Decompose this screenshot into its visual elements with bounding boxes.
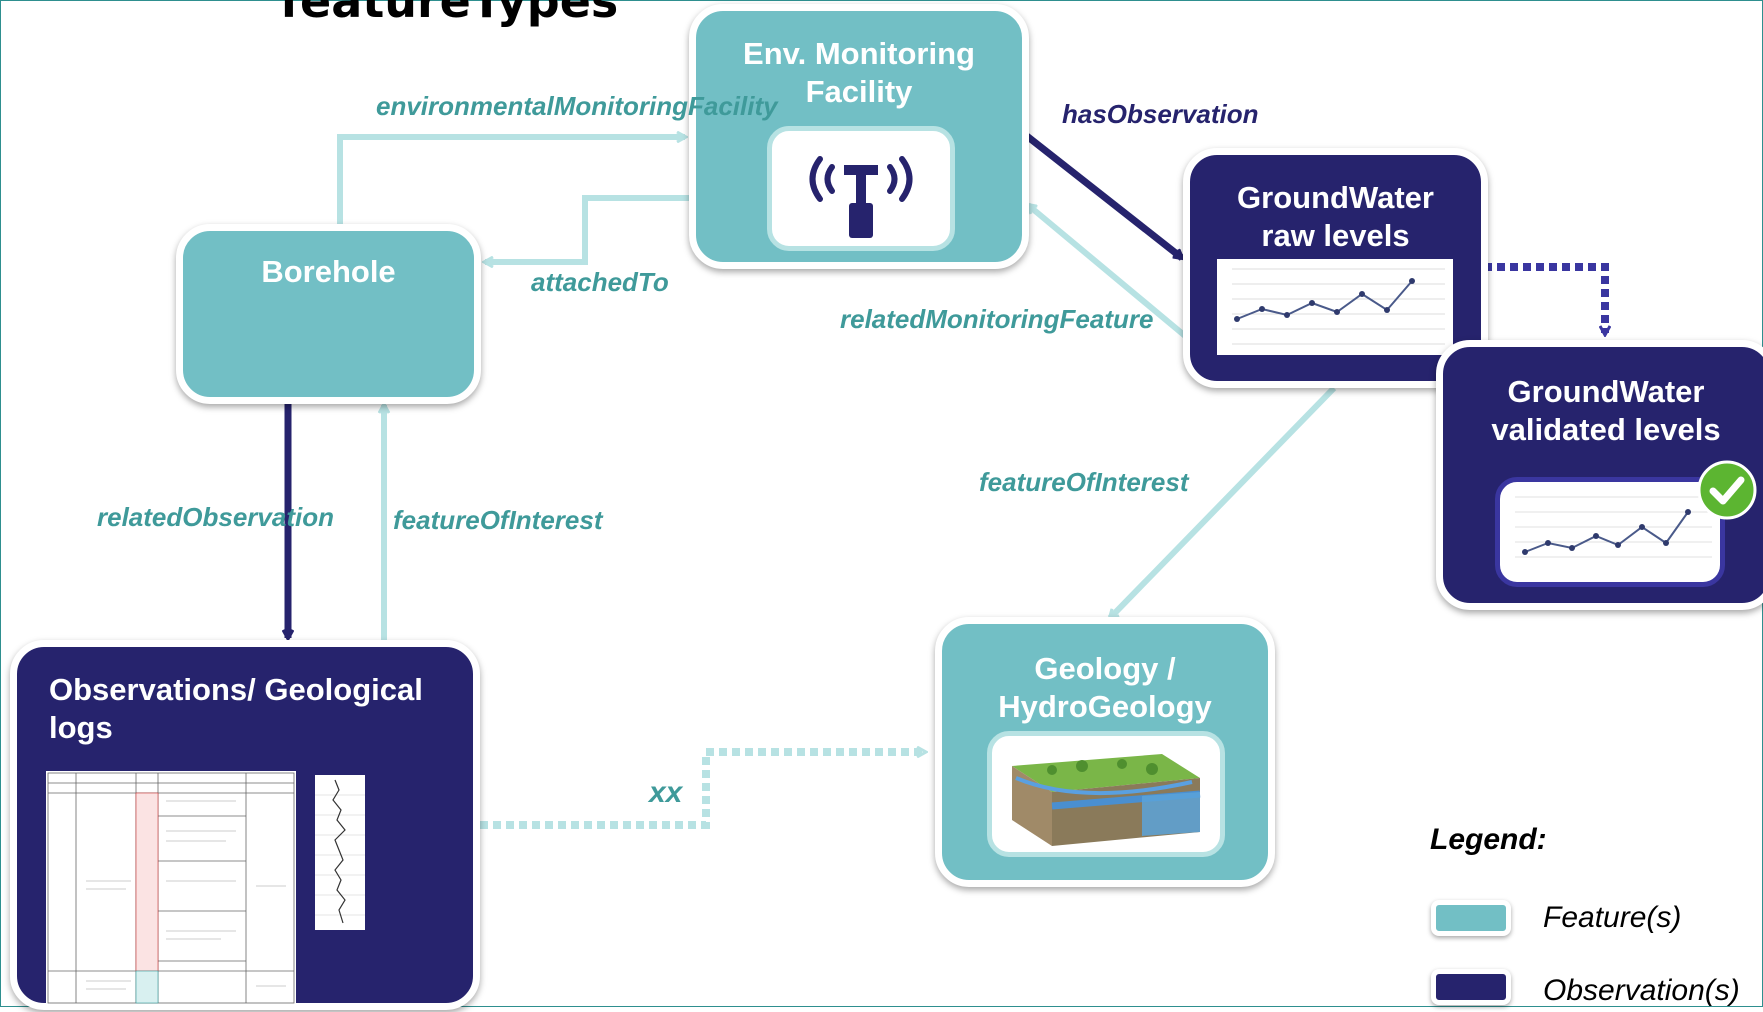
checkmark-icon (1697, 460, 1757, 520)
arrow-attached-to (485, 195, 695, 262)
gw-validated-levels-title: GroundWater validated levels (1491, 374, 1721, 447)
borehole-log-icon (46, 771, 296, 1007)
gw-raw-levels-node[interactable]: GroundWater raw levels (1183, 148, 1488, 388)
gw-validated-levels-node[interactable]: GroundWater validated levels (1436, 340, 1763, 610)
label-related-observation: relatedObservation (97, 502, 334, 532)
env-monitoring-facility-node[interactable]: Env. Monitoring Facility (689, 4, 1029, 269)
legend-feature-label: Feature(s) (1543, 901, 1682, 934)
legend-observation-label: Observation(s) (1543, 974, 1740, 1007)
label-xx: xx (649, 776, 683, 809)
log-curve-icon (315, 775, 365, 930)
gw-raw-levels-title: GroundWater raw levels (1237, 180, 1434, 253)
arrow-gw-raw-to-validated (1484, 263, 1605, 333)
legend-observation-swatch (1431, 969, 1511, 1005)
observations-geological-logs-node[interactable]: Observations/ Geological logs (10, 640, 480, 1010)
arrow-xx (480, 752, 925, 829)
terrain-block-icon (987, 731, 1225, 857)
line-chart-icon (1217, 259, 1453, 355)
label-feature-of-interest-right: featureOfInterest (979, 467, 1189, 497)
geology-hydrogeology-node[interactable]: Geology / HydroGeology (935, 617, 1275, 887)
legend-title: Legend: (1430, 823, 1547, 856)
antenna-icon (767, 126, 955, 251)
label-environmental-monitoring-facility: environmentalMonitoringFacility (376, 91, 778, 121)
label-has-observation: hasObservation (1062, 99, 1259, 129)
label-attached-to: attachedTo (531, 267, 669, 297)
legend-feature-swatch (1431, 900, 1511, 936)
geology-hydrogeology-title: Geology / HydroGeology (998, 651, 1212, 724)
line-chart-icon (1495, 477, 1725, 587)
label-feature-of-interest-left: featureOfInterest (393, 505, 603, 535)
borehole-title: Borehole (261, 254, 396, 289)
arrow-related-monitoring-feature (1028, 205, 1192, 343)
arrow-feature-of-interest-right (1110, 385, 1337, 618)
observations-geological-logs-title: Observations/ Geological logs (49, 672, 423, 745)
label-related-monitoring-feature: relatedMonitoringFeature (840, 304, 1154, 334)
borehole-node[interactable]: Borehole (176, 224, 481, 404)
arrow-environmental-monitoring-facility (337, 137, 685, 232)
page-title: featureTypes (280, 0, 619, 28)
env-monitoring-facility-title: Env. Monitoring Facility (743, 36, 975, 109)
arrow-has-observation (1020, 130, 1182, 261)
